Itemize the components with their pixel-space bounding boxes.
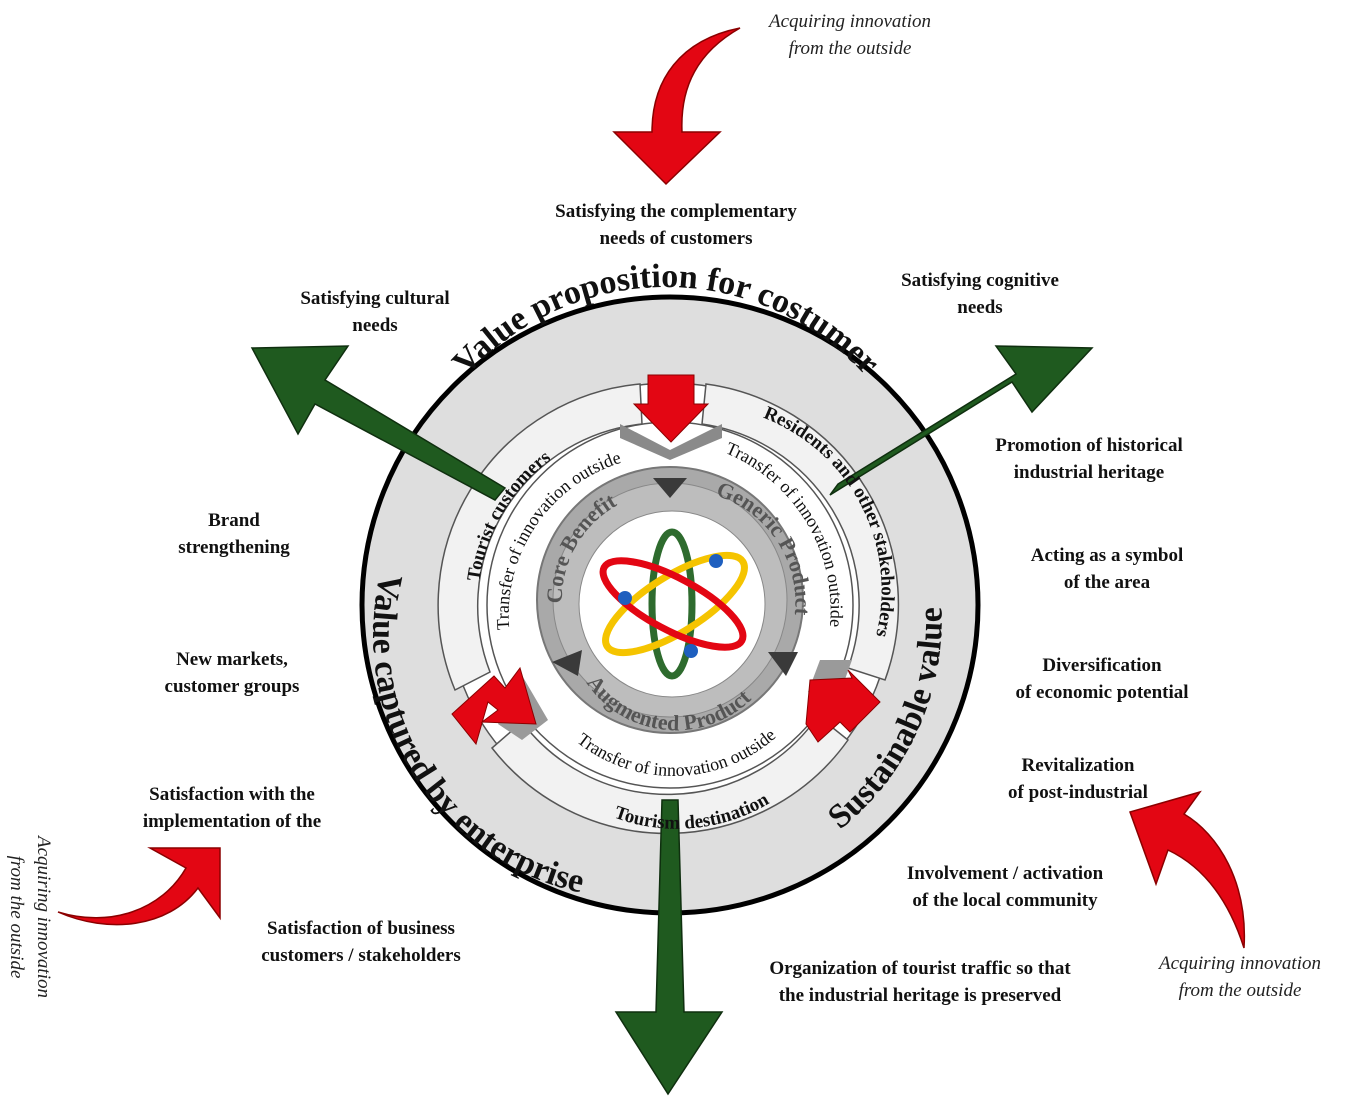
grey-chevron-top [620,424,722,460]
red-inward-arrow-left [451,666,537,746]
label-new-markets: New markets,customer groups [164,649,300,697]
red-inward-arrow-top [632,374,710,443]
red-curved-arrow-bottom-right [1129,790,1246,949]
core-triangle-left [552,650,582,676]
red-curved-arrow-top [612,27,741,186]
atom-icon [599,528,748,680]
green-arrow-bottom [614,799,724,1096]
atom-background [578,510,766,698]
middle-ring-destination [490,714,850,835]
core-triangle-top [653,478,687,498]
core-triangle-right [768,652,798,676]
middle-ring-tourist [437,383,643,692]
green-arrow-upper-left [250,345,507,501]
red-curved-arrow-bottom-left [57,847,221,926]
red-inward-arrow-right [805,669,881,743]
middle-ring-residents [701,383,900,681]
green-arrow-upper-right [829,345,1094,496]
